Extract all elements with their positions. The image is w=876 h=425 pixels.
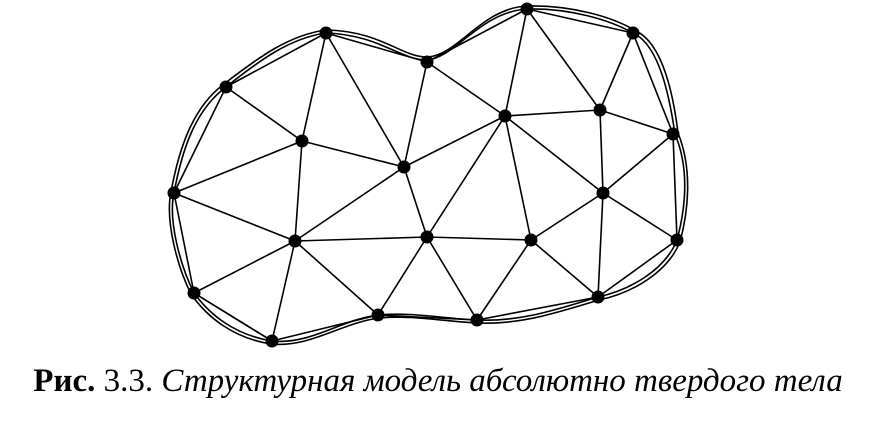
mesh-edge-n11-n5 [173, 86, 227, 194]
mesh-node-n11 [167, 186, 181, 200]
mesh-diagram [167, 2, 689, 348]
mesh-node-n5 [219, 80, 233, 94]
mesh-edge-n8-n9 [504, 109, 601, 117]
mesh-edge-n5-n1 [225, 32, 327, 88]
mesh-edge-n11-n13 [173, 192, 296, 242]
mesh-node-n6 [295, 134, 309, 148]
mesh-edge-n2-n8 [426, 61, 506, 117]
mesh-node-n4 [626, 26, 640, 40]
mesh-node-n19 [470, 313, 484, 327]
mesh-edge-n2-n3 [426, 8, 528, 63]
mesh-node-n1 [319, 26, 333, 40]
mesh-edge-n13-n17 [193, 240, 296, 294]
mesh-edge-n4-n9 [599, 32, 634, 111]
mesh-edge-n7-n2 [403, 61, 428, 168]
mesh-edge-n6-n11 [173, 140, 303, 194]
mesh-node-n13 [288, 234, 302, 248]
caption-text: Структурная модель абсолютно твердого те… [161, 363, 843, 399]
mesh-edge-n3-n9 [526, 8, 601, 111]
figure-caption: Рис. 3.3. Структурная модель абсолютно т… [0, 361, 876, 401]
mesh-node-n18 [371, 308, 385, 322]
mesh-node-n15 [524, 233, 538, 247]
mesh-edge-n13-n21 [271, 240, 296, 342]
mesh-node-n10 [666, 127, 680, 141]
caption-separator: . [144, 363, 154, 399]
mesh-edge-n4-n10 [632, 32, 674, 135]
mesh-node-n7 [397, 160, 411, 174]
mesh-edge-n7-n8 [403, 115, 506, 168]
mesh-edge-n14-n15 [426, 236, 532, 241]
mesh-edge-n12-n15 [530, 192, 604, 241]
mesh-edge-n5-n6 [225, 86, 303, 142]
mesh-edge-n8-n12 [504, 115, 604, 194]
mesh-edge-n1-n6 [301, 32, 327, 142]
mesh-edge-n13-n14 [294, 236, 428, 242]
mesh-edge-n6-n7 [301, 140, 405, 168]
mesh-edge-n7-n13 [294, 166, 405, 242]
mesh-edge-n14-n18 [377, 236, 428, 316]
mesh-edge-n10-n16 [672, 133, 678, 241]
mesh-node-n16 [670, 233, 684, 247]
mesh-node-n2 [420, 55, 434, 69]
mesh-edge-n1-n2 [325, 32, 428, 63]
mesh-edge-n13-n18 [294, 240, 379, 316]
mesh-edge-n19-n18 [377, 314, 478, 321]
mesh-edge-n15-n19 [476, 239, 532, 321]
mesh-edge-n3-n8 [504, 8, 528, 117]
mesh-node-n17 [187, 286, 201, 300]
mesh-edge-n12-n16 [602, 192, 678, 241]
mesh-edge-n15-n20 [530, 239, 599, 298]
mesh-node-n12 [596, 186, 610, 200]
mesh-nodes [167, 2, 684, 348]
mesh-node-n20 [591, 290, 605, 304]
mesh-edge-n9-n12 [599, 109, 604, 194]
mesh-node-n14 [420, 230, 434, 244]
mesh-edge-n16-n20 [597, 239, 678, 298]
caption-number: 3.3 [103, 363, 145, 399]
mesh-edges [173, 8, 678, 342]
mesh-edge-n20-n19 [476, 296, 599, 321]
mesh-edge-n12-n20 [597, 192, 604, 298]
mesh-edge-n17-n11 [173, 192, 195, 294]
mesh-edge-n7-n14 [403, 166, 428, 238]
mesh-node-n9 [593, 103, 607, 117]
mesh-node-n21 [265, 334, 279, 348]
mesh-node-n8 [498, 109, 512, 123]
mesh-edge-n8-n15 [504, 115, 532, 241]
mesh-edge-n3-n4 [526, 8, 634, 34]
mesh-edge-n18-n21 [271, 314, 379, 342]
caption-label: Рис. [33, 363, 96, 399]
mesh-edge-n14-n19 [426, 236, 478, 321]
mesh-edge-n17-n21 [193, 292, 273, 342]
mesh-edge-n9-n10 [599, 109, 674, 135]
mesh-edge-n6-n13 [294, 140, 303, 242]
mesh-edge-n10-n12 [602, 133, 674, 194]
mesh-node-n3 [520, 2, 534, 16]
mesh-edge-n8-n14 [426, 115, 506, 238]
mesh-edge-n1-n7 [325, 32, 405, 168]
